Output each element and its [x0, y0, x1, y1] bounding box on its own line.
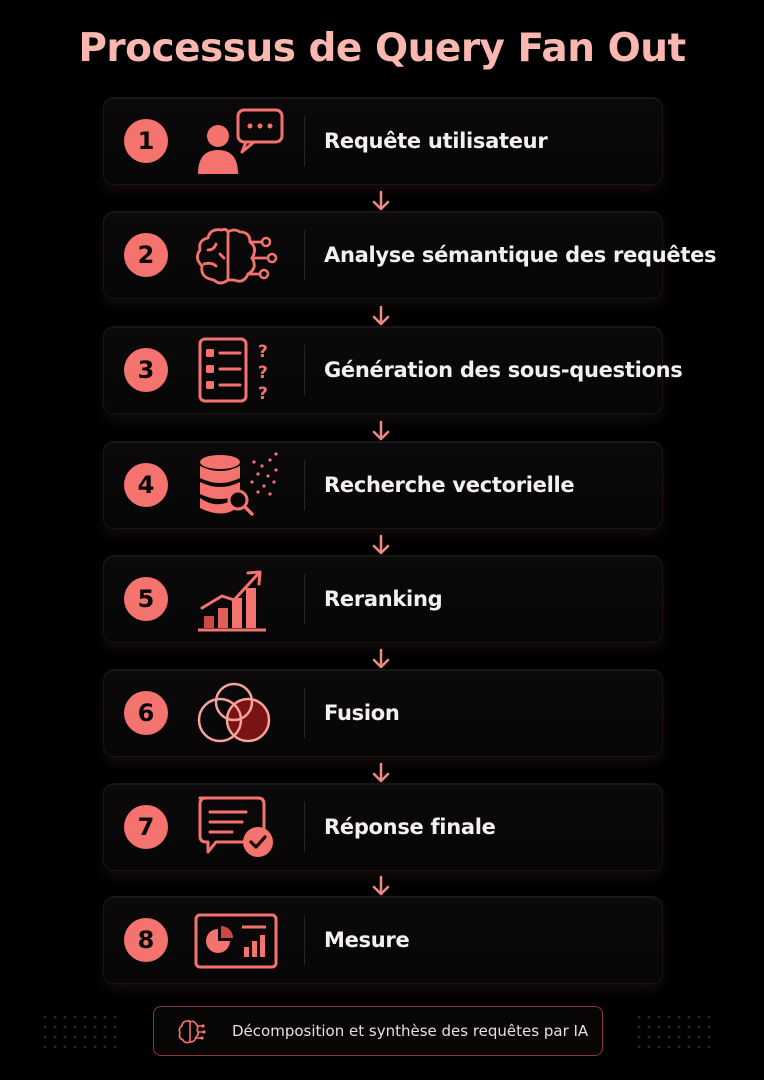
step-number: 4 — [124, 463, 168, 507]
page-title: Processus de Query Fan Out — [78, 26, 686, 71]
step-1-card: 1 Requête utilisateur — [104, 98, 662, 184]
step-number: 3 — [124, 348, 168, 392]
svg-text:?: ? — [258, 342, 268, 362]
brain-circuit-icon — [178, 1019, 206, 1044]
step-3-card: 3 ? ? ? Génération des sous-questions — [104, 327, 683, 413]
step-5-card: 5 Reranking — [104, 556, 662, 642]
bar-chart-trend-icon — [198, 570, 266, 632]
step-7-card: 7 Réponse finale — [104, 784, 662, 870]
step-6-card: 6 Fusion — [104, 670, 662, 756]
footer-banner: Décomposition et synthèse des requêtes p… — [153, 1006, 603, 1056]
venn-diagram-icon — [197, 682, 271, 743]
step-number: 7 — [124, 805, 168, 849]
step-number: 2 — [124, 233, 168, 277]
arrow-down-icon — [372, 305, 390, 326]
footer-text: Décomposition et synthèse des requêtes p… — [232, 1022, 589, 1040]
step-label: Réponse finale — [324, 815, 496, 839]
dot-grid-decoration — [637, 1015, 711, 1049]
step-2-card: 2 Analyse sémantique des requêtes — [104, 212, 717, 298]
arrow-down-icon — [372, 648, 390, 669]
arrow-down-icon — [372, 190, 390, 211]
step-4-card: 4 Recherche vectorielle — [104, 442, 662, 528]
arrow-down-icon — [372, 534, 390, 555]
arrow-down-icon — [372, 762, 390, 783]
step-label: Fusion — [324, 701, 400, 725]
brain-circuit-icon — [196, 227, 278, 285]
step-label: Analyse sémantique des requêtes — [324, 243, 717, 267]
svg-text:?: ? — [258, 363, 268, 383]
checklist-questions-icon: ? ? ? — [198, 337, 268, 404]
step-label: Reranking — [324, 587, 443, 611]
arrow-down-icon — [372, 420, 390, 441]
step-number: 8 — [124, 918, 168, 962]
step-number: 5 — [124, 577, 168, 621]
message-check-icon — [198, 796, 273, 857]
step-label: Mesure — [324, 928, 410, 952]
database-search-icon — [200, 452, 278, 516]
arrow-down-icon — [372, 875, 390, 896]
svg-text:?: ? — [258, 384, 268, 404]
step-label: Recherche vectorielle — [324, 473, 575, 497]
dashboard-chart-icon — [194, 913, 278, 969]
step-8-card: 8 Mesure — [104, 897, 662, 983]
step-number: 1 — [124, 119, 168, 163]
user-chat-icon — [198, 108, 284, 174]
dot-grid-decoration — [43, 1015, 117, 1049]
step-number: 6 — [124, 691, 168, 735]
step-label: Requête utilisateur — [324, 129, 548, 153]
step-label: Génération des sous-questions — [324, 358, 683, 382]
